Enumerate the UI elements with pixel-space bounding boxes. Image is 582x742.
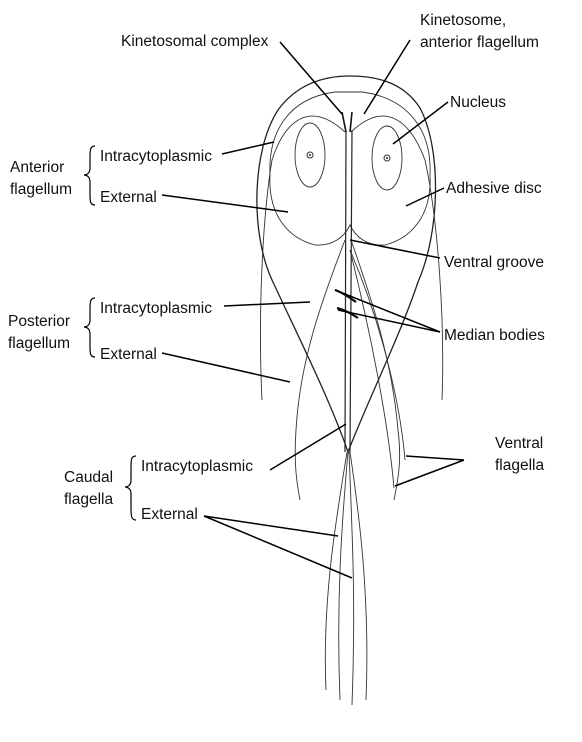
kinetosome-label-line1: Kinetosome, — [420, 12, 506, 29]
anterior-intra-label: Intracytoplasmic — [100, 148, 212, 165]
ventral-groove-label: Ventral groove — [444, 254, 544, 271]
kinetosomal-complex-mark — [342, 112, 352, 132]
ventral-flagella-label-line2: flagella — [495, 457, 544, 474]
nucleus-label: Nucleus — [450, 94, 506, 111]
adhesive-disc-label: Adhesive disc — [446, 180, 542, 197]
caudal-flagellum-4 — [350, 452, 367, 700]
ventral-flagellum-1 — [350, 250, 405, 460]
anterior-flagellum-left — [260, 116, 345, 400]
ventral-flagellum-2 — [350, 250, 394, 488]
posterior-brace — [84, 298, 95, 357]
posterior-group-line2: flagellum — [8, 335, 70, 352]
caudal-intra-label: Intracytoplasmic — [141, 458, 253, 475]
posterior-flagellum-left — [295, 240, 345, 500]
anterior-flagellum-right — [351, 116, 443, 400]
axoneme-rods — [345, 130, 352, 452]
anterior-brace — [84, 146, 95, 205]
posterior-intra-label: Intracytoplasmic — [100, 300, 212, 317]
median-bodies-label: Median bodies — [444, 327, 545, 344]
posterior-group-line1: Posterior — [8, 313, 70, 330]
kinetosomal-complex-label: Kinetosomal complex — [121, 33, 269, 50]
caudal-group-line2: flagella — [64, 491, 113, 508]
caudal-brace — [125, 456, 136, 520]
kinetosome-label-line2: anterior flagellum — [420, 34, 539, 51]
posterior-flagellum-right — [351, 240, 400, 500]
anterior-group-line2: flagellum — [10, 181, 72, 198]
organism-body — [257, 76, 443, 705]
anterior-group-line1: Anterior — [10, 159, 64, 176]
anterior-external-label: External — [100, 189, 157, 206]
caudal-external-label: External — [141, 506, 198, 523]
ventral-flagella-label-line1: Ventral — [495, 435, 543, 452]
posterior-external-label: External — [100, 346, 157, 363]
adhesive-disc — [270, 92, 430, 245]
caudal-group-line1: Caudal — [64, 469, 113, 486]
